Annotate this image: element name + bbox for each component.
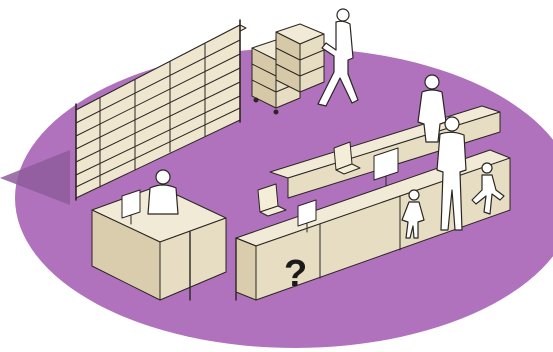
book-trolley-right xyxy=(276,24,324,92)
question-mark-icon: ? xyxy=(284,253,307,295)
